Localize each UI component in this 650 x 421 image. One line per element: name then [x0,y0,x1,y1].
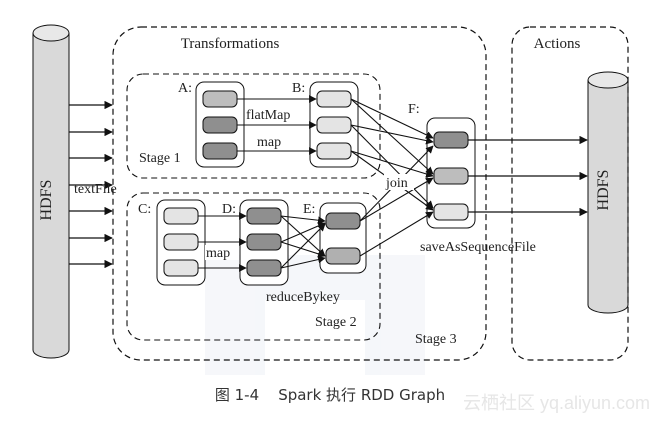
map-bottom-label-bg [205,245,239,260]
map-top-label-bg [256,133,290,149]
rdd-a-partition-2 [202,116,238,134]
join-label-bg [384,174,414,190]
rdd-a-partition-1 [202,90,238,108]
map-top-label: map [257,135,281,150]
reducebykey-arrows [280,215,326,269]
textfile-label: textFile [74,182,117,197]
rdd-b-partition-1 [316,90,352,108]
flatmap-label-bg [245,106,303,122]
figure-caption: 图 1-4 Spark 执行 RDD Graph [215,386,445,404]
rdd-c-partition-3 [163,259,199,277]
flatmap-map-arrows [237,95,317,155]
saveassequencefile-label: saveAsSequenceFile [420,240,536,255]
stage3-label: Stage 3 [415,332,457,347]
stage2-region [126,192,381,341]
textfile-arrows [69,100,113,269]
save-arrows [468,135,588,217]
join-label: join [385,176,408,191]
rdd-d-partition-1 [246,207,282,225]
watermark-logo [205,255,425,375]
rdd-f-partition-3 [433,203,469,221]
hdfs-left-label: HDFS [38,180,55,221]
rdd-f-partition-1 [433,131,469,149]
reducebykey-label: reduceBykey [266,290,340,305]
rdd-c-label: C: [138,202,151,217]
rdd-c-partition-2 [163,233,199,251]
rdd-a-partition-3 [202,142,238,160]
flatmap-label: flatMap [246,108,290,123]
hdfs-left-cylinder [32,24,70,359]
rdd-b-partition-2 [316,116,352,134]
actions-title: Actions [534,36,581,52]
rdd-f-label: F: [408,102,420,117]
rdd-a-label: A: [178,81,192,96]
rdd-d-partition-2 [246,233,282,251]
watermark-text: 云栖社区 yq.aliyun.com [463,393,650,413]
hdfs-right-cylinder [587,71,629,314]
stage2-label: Stage 2 [315,315,357,330]
rdd-b-partition-3 [316,142,352,160]
stage1-label: Stage 1 [139,151,181,166]
transformations-region [112,26,487,361]
rdd-e-partition-2 [325,247,361,265]
actions-region [511,26,629,361]
transformations-title: Transformations [181,36,280,52]
rdd-d-partition-3 [246,259,282,277]
map-bottom-label: map [206,246,230,261]
map-bottom-arrows [198,212,247,272]
rdd-d-label: D: [222,202,236,217]
rdd-e-label: E: [303,202,315,217]
rdd-c-partition-1 [163,207,199,225]
rdd-e-partition-1 [325,212,361,230]
hdfs-right-label: HDFS [595,170,612,211]
rdd-b-label: B: [292,81,305,96]
rdd-f-partition-2 [433,167,469,185]
